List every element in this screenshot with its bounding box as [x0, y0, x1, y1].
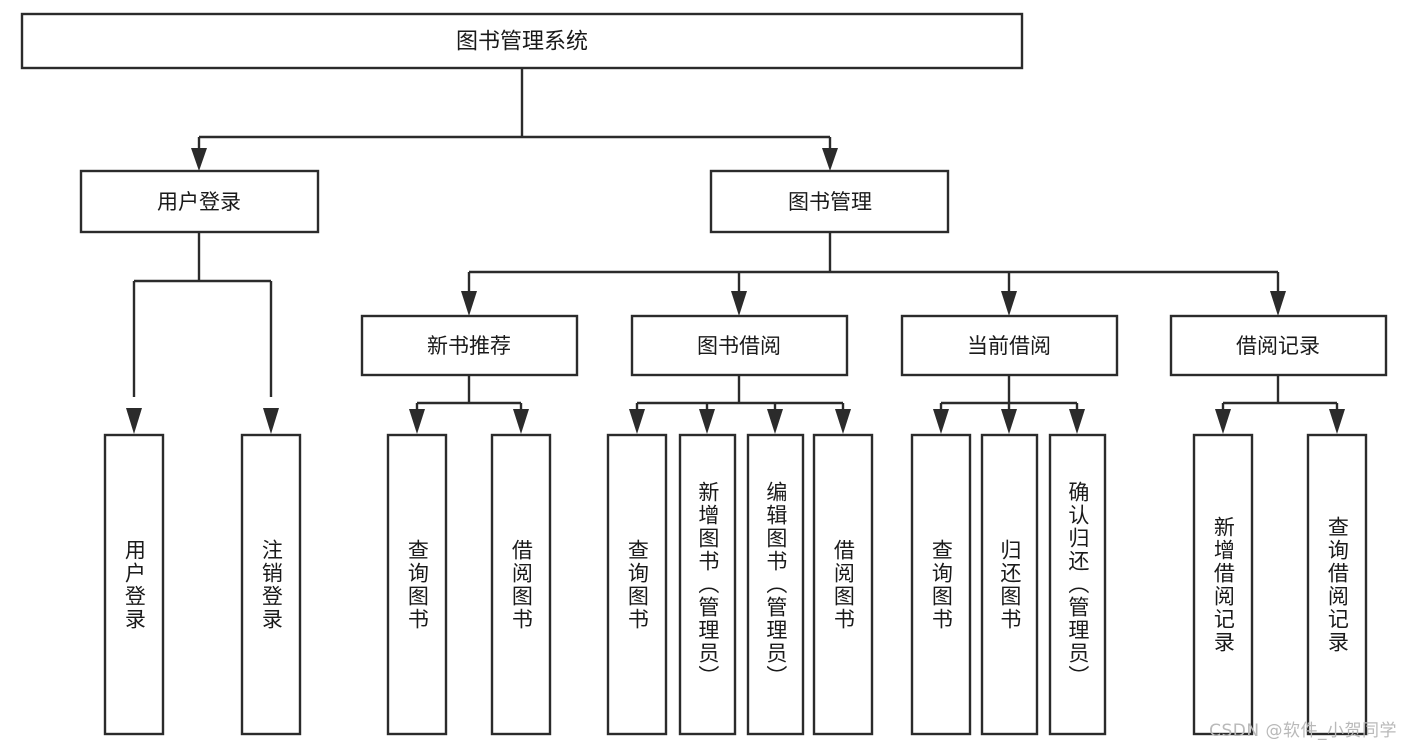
leaf-query-record-box[interactable]: [1306, 433, 1368, 736]
leaf-edit-book-box[interactable]: [746, 433, 805, 736]
node-user-login-label: 用户登录: [157, 190, 241, 214]
arrow-to-leaf-add-book: [699, 409, 715, 434]
node-book-manage-box[interactable]: [709, 169, 950, 234]
node-root-box[interactable]: [20, 12, 1024, 70]
leaf-borrow-book-2-box[interactable]: [812, 433, 874, 736]
csdn-watermark: CSDN @软件_小贺同学: [1209, 721, 1397, 741]
leaf-boxes: [103, 433, 1368, 736]
node-borrow-record[interactable]: 借阅记录: [1169, 314, 1388, 377]
node-current-borrow[interactable]: 当前借阅: [900, 314, 1119, 377]
leaf-query-book-2-box[interactable]: [606, 433, 668, 736]
arrow-to-leaf-return-book: [1001, 409, 1017, 434]
node-root-label: 图书管理系统: [456, 30, 588, 55]
leaf-add-book-box[interactable]: [678, 433, 737, 736]
arrow-to-leaf-add-record: [1215, 409, 1231, 434]
node-new-book-rec-box[interactable]: [360, 314, 579, 377]
leaf-user-login-box[interactable]: [103, 433, 165, 736]
leaf-confirm-return-box[interactable]: [1048, 433, 1107, 736]
arrow-to-leaf-query-record: [1329, 409, 1345, 434]
node-current-borrow-label: 当前借阅: [967, 334, 1051, 358]
node-user-login-box[interactable]: [79, 169, 320, 234]
arrow-to-leaf-edit-book: [767, 409, 783, 434]
node-book-manage-label: 图书管理: [788, 190, 872, 214]
arrow-to-leaf-borrow-book-2: [835, 409, 851, 434]
arrow-to-borrow-record: [1270, 291, 1286, 316]
node-new-book-rec[interactable]: 新书推荐: [360, 314, 579, 377]
node-borrow-record-label: 借阅记录: [1236, 334, 1320, 358]
arrow-to-new-book-rec: [461, 291, 477, 316]
arrow-to-leaf-query-book-3: [933, 409, 949, 434]
node-book-manage[interactable]: 图书管理: [709, 169, 950, 234]
node-borrow-record-box[interactable]: [1169, 314, 1388, 377]
leaf-return-book-box[interactable]: [980, 433, 1039, 736]
node-current-borrow-box[interactable]: [900, 314, 1119, 377]
leaf-query-book-1-box[interactable]: [386, 433, 448, 736]
arrow-to-leaf-borrow-book-1: [513, 409, 529, 434]
arrow-to-leaf-confirm-return: [1069, 409, 1085, 434]
connectors: [126, 68, 1345, 434]
arrow-to-leaf-query-book-2: [629, 409, 645, 434]
arrow-to-leaf-user-login: [126, 408, 142, 434]
arrow-to-leaf-user-logout: [263, 408, 279, 434]
node-new-book-rec-label: 新书推荐: [427, 334, 511, 358]
node-book-borrow-label: 图书借阅: [697, 334, 781, 358]
arrow-to-leaf-query-book-1: [409, 409, 425, 434]
leaf-borrow-book-1-box[interactable]: [490, 433, 552, 736]
arrow-to-user-login: [191, 148, 207, 171]
arrow-to-book-borrow: [731, 291, 747, 316]
node-root[interactable]: 图书管理系统: [20, 12, 1024, 70]
node-user-login[interactable]: 用户登录: [79, 169, 320, 234]
leaf-query-book-3-box[interactable]: [910, 433, 972, 736]
arrow-to-current-borrow: [1001, 291, 1017, 316]
leaf-user-logout-box[interactable]: [240, 433, 302, 736]
leaf-add-record-box[interactable]: [1192, 433, 1254, 736]
node-book-borrow-box[interactable]: [630, 314, 849, 377]
arrow-to-book-manage: [822, 148, 838, 171]
node-book-borrow[interactable]: 图书借阅: [630, 314, 849, 377]
